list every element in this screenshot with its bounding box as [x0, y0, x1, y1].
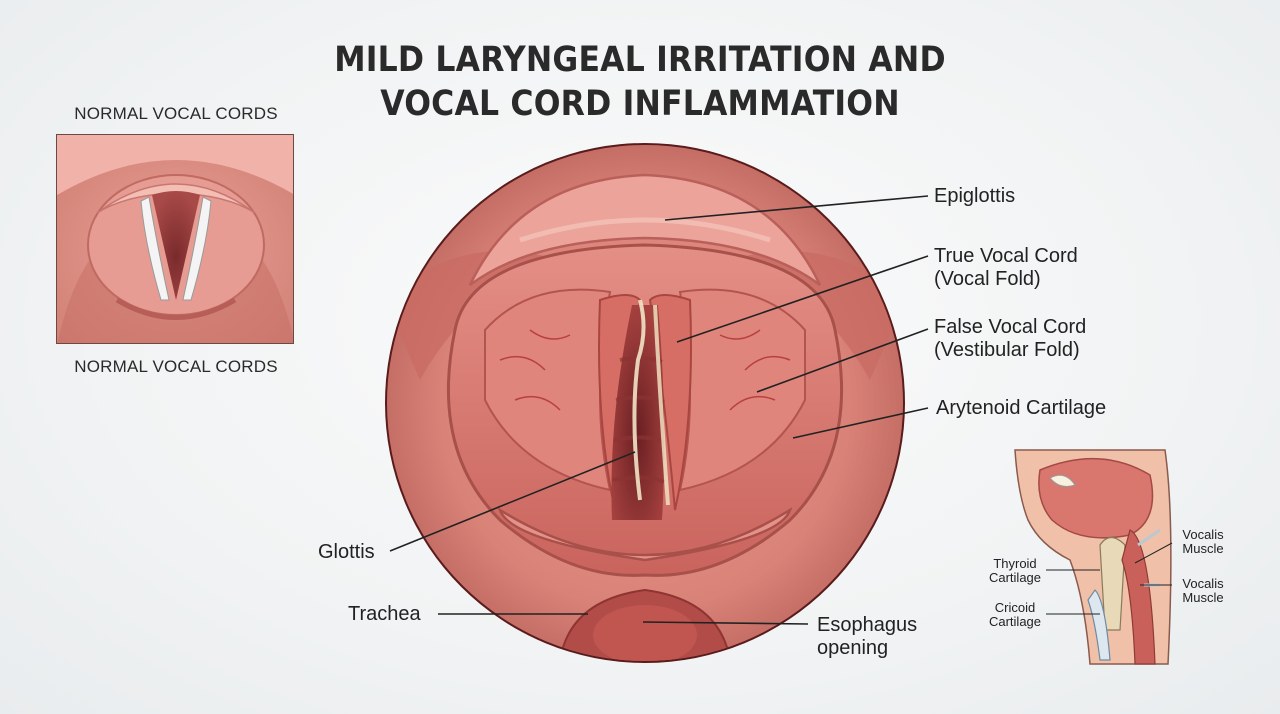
right-pharyngeal-fold	[730, 251, 903, 380]
label-cricoid-cartilage: Cricoid Cartilage	[984, 601, 1046, 629]
label-false-vocal-cord-1: False Vocal Cord	[934, 316, 1087, 338]
epiglottis-highlight	[519, 217, 771, 243]
label-vocalis-muscle-a: Vocalis Muscle	[1174, 528, 1232, 556]
title-line-2: VOCAL CORD INFLAMMATION	[380, 84, 900, 124]
label-true-vocal-cord-1: True Vocal Cord	[934, 245, 1078, 267]
inset-epiglottis	[96, 183, 256, 214]
mucus-left	[632, 299, 646, 501]
label-cricoid-2: Cartilage	[988, 614, 1042, 629]
label-thyroid-1: Thyroid	[993, 556, 1037, 571]
cricoid-cartilage-shape	[1087, 589, 1111, 661]
inset-left-vocal-cord	[140, 196, 170, 301]
label-glottis: Glottis	[318, 541, 375, 563]
epiglottis	[468, 173, 822, 287]
leader-arytenoid	[792, 407, 929, 439]
label-vocalis-b-2: Muscle	[1182, 590, 1224, 605]
leader-vocalis-a	[1134, 542, 1173, 564]
teeth-section	[1049, 474, 1076, 487]
tracheal-rings	[611, 355, 665, 484]
label-vocalis-a-1: Vocalis	[1182, 527, 1224, 542]
label-thyroid-2: Cartilage	[988, 570, 1042, 585]
label-thyroid-cartilage: Thyroid Cartilage	[984, 557, 1046, 585]
leader-true-vocal-cord	[676, 255, 929, 343]
leader-epiglottis	[664, 195, 929, 221]
label-esophagus-2: opening	[817, 637, 889, 659]
left-inflamed-vessels	[499, 329, 571, 411]
leader-lines	[389, 195, 929, 625]
title-line-1: MILD LARYNGEAL IRRITATION AND	[334, 40, 946, 80]
label-esophagus-1: Esophagus	[817, 614, 918, 636]
arytenoid-cartilage	[497, 507, 793, 562]
label-epiglottis: Epiglottis	[934, 185, 1016, 207]
inset-glottis	[152, 191, 200, 300]
leader-esophagus	[642, 621, 809, 625]
inset-upper-tissue	[57, 135, 293, 195]
label-vocalis-muscle-b: Vocalis Muscle	[1174, 577, 1232, 605]
label-cricoid-1: Cricoid	[994, 600, 1036, 615]
larynx-cross-section	[1014, 449, 1173, 665]
label-false-vocal-cord-2: (Vestibular Fold)	[934, 339, 1080, 361]
label-true-vocal-cord-2: (Vocal Fold)	[934, 268, 1041, 290]
inset-right-vocal-cord	[182, 196, 212, 301]
esophagus-lumen	[593, 605, 697, 661]
cross-section-leaders	[1046, 542, 1173, 615]
esophagus-section	[1121, 529, 1156, 665]
leader-false-vocal-cord	[756, 328, 929, 393]
mucus-right	[653, 304, 670, 506]
label-vocalis-a-2: Muscle	[1182, 541, 1224, 556]
inset-caption-top: NORMAL VOCAL CORDS	[74, 104, 278, 123]
leader-glottis	[389, 451, 636, 552]
diagram-title: MILD LARYNGEAL IRRITATION AND VOCAL CORD…	[307, 38, 973, 126]
left-pharyngeal-fold	[387, 251, 560, 380]
inset-caption-bottom: NORMAL VOCAL CORDS	[74, 357, 278, 376]
inset-arytenoid-fold	[115, 297, 237, 320]
right-inflamed-vessels	[719, 329, 791, 411]
normal-vocal-cords-inset	[56, 134, 294, 344]
label-trachea: Trachea	[348, 603, 421, 625]
label-arytenoid-cartilage: Arytenoid Cartilage	[936, 397, 1107, 419]
thyroid-cartilage-shape	[1099, 536, 1126, 631]
normal-vocal-cords-illustration	[57, 135, 293, 343]
label-vocalis-b-1: Vocalis	[1182, 576, 1224, 591]
